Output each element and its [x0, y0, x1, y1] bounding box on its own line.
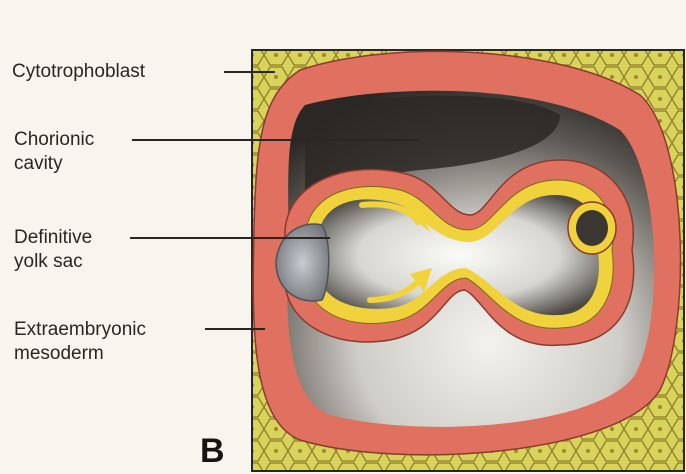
exocoelomic-cyst — [576, 210, 608, 246]
label-extraembryonic-mesoderm: Extraembryonic mesoderm — [14, 318, 146, 366]
label-definitive-yolk-sac: Definitive yolk sac — [14, 226, 92, 274]
label-chorionic-cavity: Chorionic cavity — [14, 128, 94, 176]
label-cytotrophoblast: Cytotrophoblast — [12, 60, 145, 84]
panel-letter: B — [200, 432, 225, 471]
